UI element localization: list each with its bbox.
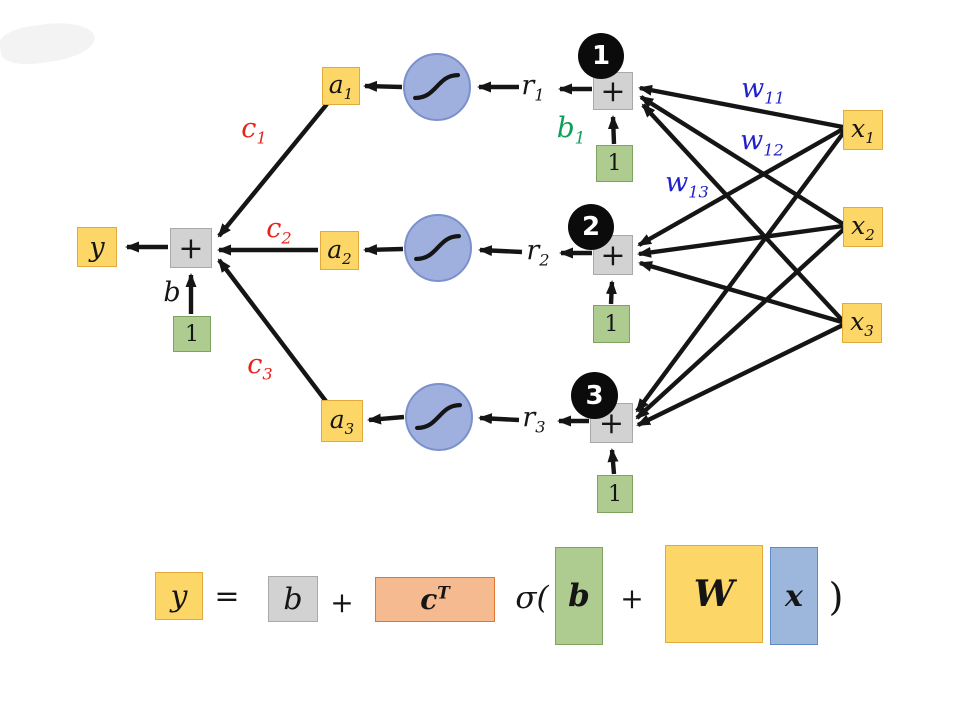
output-sum-box: + bbox=[170, 228, 212, 268]
edge-x3-neuron1 bbox=[641, 103, 844, 322]
neuron-1-sum-label: + bbox=[600, 73, 626, 109]
formula-x-vector: x bbox=[785, 578, 803, 614]
edge-x3-neuron2 bbox=[638, 260, 843, 325]
arrow-sigmoid2-a2 bbox=[363, 244, 404, 256]
input-x2-label: x2 bbox=[851, 211, 875, 244]
weight-w12-label: w12 bbox=[740, 125, 784, 160]
activation-a3-box: a3 bbox=[321, 400, 363, 442]
edge-x1-neuron3 bbox=[635, 130, 846, 413]
preactivation-r1-label: r1 bbox=[521, 70, 545, 105]
sigmoid-circle-3 bbox=[405, 383, 473, 451]
formula-c-transpose: cT bbox=[420, 582, 450, 616]
input-x1-box: x1 bbox=[843, 110, 883, 150]
hidden-bias-b1-label: b1 bbox=[556, 110, 586, 148]
neuron-1-number: 1 bbox=[591, 41, 611, 71]
preactivation-r2-label: r2 bbox=[526, 235, 550, 270]
activation-a1-box: a1 bbox=[322, 67, 360, 105]
neuron-2-number-badge: 2 bbox=[568, 204, 614, 250]
formula-b-scalar: b bbox=[283, 581, 303, 617]
sigmoid-icon bbox=[414, 234, 462, 262]
output-y-label: y bbox=[89, 231, 105, 263]
formula-b-scalar-box: b bbox=[268, 576, 318, 622]
input-x1-label: x1 bbox=[851, 114, 875, 147]
weight-w11-label: w11 bbox=[741, 73, 785, 108]
formula-sigma-open: σ( bbox=[515, 579, 549, 616]
neuron-3-bias-input-box: 1 bbox=[597, 475, 633, 513]
input-x2-box: x2 bbox=[843, 207, 883, 247]
neuron-2-bias-input-value: 1 bbox=[604, 311, 619, 337]
weight-w13-label: w13 bbox=[665, 167, 709, 202]
activation-a2-box: a2 bbox=[320, 231, 359, 270]
sigmoid-icon bbox=[413, 73, 461, 101]
edge-a1-output-sum bbox=[217, 102, 329, 238]
sigmoid-circle-1 bbox=[403, 53, 471, 121]
formula-b-vector-box: b bbox=[555, 547, 603, 645]
output-sum-label: + bbox=[178, 230, 204, 266]
weight-c3-label: c3 bbox=[247, 349, 273, 384]
arrow-r2-sigmoid2 bbox=[478, 245, 523, 257]
neuron-3-bias-input-value: 1 bbox=[608, 481, 622, 507]
arrow-sigmoid1-a1 bbox=[363, 80, 403, 92]
formula-x-vector-box: x bbox=[770, 547, 818, 645]
edge-x2-neuron2 bbox=[637, 223, 844, 258]
formula-paren-close: ) bbox=[828, 575, 844, 619]
activation-a2-label: a2 bbox=[327, 234, 352, 268]
neuron-1-bias-input-box: 1 bbox=[596, 145, 633, 182]
arrow-bias1-neuron1 bbox=[607, 115, 619, 145]
edge-x1-neuron1 bbox=[638, 84, 844, 130]
edge-a3-output-sum bbox=[217, 258, 330, 406]
formula-y: y bbox=[170, 578, 188, 614]
formula-y-box: y bbox=[155, 572, 203, 620]
weight-c2-label: c2 bbox=[266, 213, 292, 248]
input-x3-box: x3 bbox=[842, 303, 882, 343]
preactivation-r3-label: r3 bbox=[522, 402, 546, 437]
weight-c1-label: c1 bbox=[241, 113, 267, 148]
formula-plus-1: + bbox=[330, 586, 354, 619]
edge-x3-neuron3 bbox=[636, 323, 844, 427]
output-y-box: y bbox=[77, 227, 117, 267]
arrow-bias3-neuron3 bbox=[607, 448, 619, 475]
neuron-3-number: 3 bbox=[585, 380, 604, 411]
sigmoid-circle-2 bbox=[404, 214, 472, 282]
sigmoid-icon bbox=[415, 403, 463, 431]
formula-W-matrix-box: W bbox=[665, 545, 763, 643]
neuron-3-number-badge: 3 bbox=[571, 372, 618, 419]
arrow-bias2-neuron2 bbox=[605, 280, 617, 305]
neuron-1-number-badge: 1 bbox=[578, 33, 624, 79]
neuron-1-bias-input-value: 1 bbox=[607, 151, 622, 176]
formula-b-vector: b bbox=[568, 578, 590, 614]
formula-plus-2: + bbox=[620, 582, 644, 615]
output-bias-input-value: 1 bbox=[185, 321, 199, 347]
formula-W-matrix: W bbox=[693, 573, 735, 615]
formula-equals: = bbox=[214, 579, 240, 614]
formula-c-transpose-box: cT bbox=[375, 577, 495, 622]
input-x3-label: x3 bbox=[850, 307, 874, 340]
neuron-2-number: 2 bbox=[581, 212, 601, 242]
edge-x1-neuron2 bbox=[637, 127, 845, 247]
arrow-r3-sigmoid3 bbox=[478, 413, 520, 425]
neuron-2-bias-input-box: 1 bbox=[593, 305, 630, 343]
arrow-sigmoid3-a3 bbox=[367, 413, 405, 425]
output-bias-label: b bbox=[163, 276, 181, 308]
edge-x2-neuron1 bbox=[639, 95, 845, 226]
activation-a1-label: a1 bbox=[328, 70, 354, 103]
edge-x2-neuron3 bbox=[635, 227, 846, 420]
output-bias-input-box: 1 bbox=[173, 316, 211, 352]
activation-a3-label: a3 bbox=[329, 405, 355, 438]
